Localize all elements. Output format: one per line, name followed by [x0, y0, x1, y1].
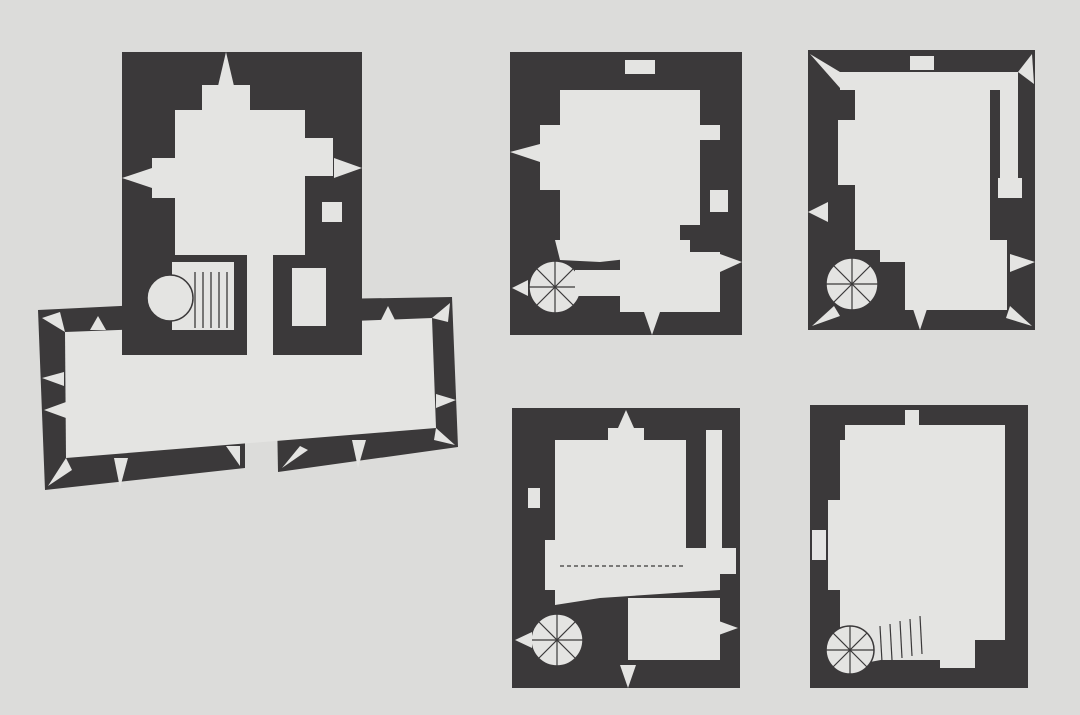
room-space: [352, 440, 366, 468]
room-space: [618, 410, 634, 428]
stair-steps: [194, 272, 228, 328]
spiral-stair: [146, 274, 194, 322]
stair-line: [899, 620, 903, 659]
room-space: [42, 312, 65, 332]
room-space: [1006, 306, 1032, 326]
room-space: [620, 665, 636, 688]
stair-line: [909, 618, 913, 657]
room-space: [812, 306, 840, 326]
room-space: [710, 190, 728, 212]
room-space: [808, 202, 828, 222]
plan-floor-2: [510, 52, 742, 335]
plan-detail: [808, 54, 1035, 330]
stair-line: [879, 625, 883, 663]
stair-line: [833, 265, 871, 303]
room-space: [48, 458, 72, 486]
room-space: [90, 316, 106, 330]
room-space: [716, 620, 738, 636]
room-space: [282, 446, 308, 468]
room-space: [706, 430, 722, 548]
room-space: [644, 312, 660, 335]
plan-detail: [510, 144, 742, 335]
window-niche: [152, 158, 178, 198]
room-space: [218, 52, 234, 86]
room-space: [515, 632, 532, 648]
garderobe: [292, 268, 326, 326]
room-space: [42, 372, 64, 386]
stair-line: [889, 623, 893, 661]
room-space: [812, 530, 826, 560]
room-space: [905, 240, 1007, 310]
plan-detail: [531, 614, 583, 666]
stair-line: [832, 632, 868, 668]
room-space: [608, 428, 644, 442]
window-niche: [202, 85, 250, 113]
plan-detail: [529, 261, 581, 313]
plan-floor-3: [808, 50, 1035, 330]
room-space: [628, 598, 720, 660]
room-space: [114, 458, 128, 488]
room-space: [575, 270, 625, 296]
room-space: [1018, 54, 1034, 84]
room-space: [380, 306, 396, 322]
room-space: [510, 144, 540, 162]
room-space: [512, 280, 528, 296]
room-space: [436, 394, 456, 408]
room-space: [122, 168, 152, 188]
room-space: [620, 252, 720, 312]
stair-line: [536, 268, 574, 306]
room-space: [828, 425, 1005, 668]
room-space: [1010, 254, 1035, 272]
room-space: [434, 428, 455, 445]
room-space: [555, 565, 720, 605]
room-space: [44, 402, 66, 418]
room-space: [838, 90, 990, 262]
room-space: [868, 612, 935, 662]
room-space: [334, 158, 362, 178]
window-niche: [305, 138, 333, 176]
stair-line: [919, 615, 923, 655]
arrow-loops: [42, 52, 456, 488]
room-space: [910, 56, 934, 70]
plan-floor-5: [810, 405, 1028, 688]
plan-tower-with-wing: [38, 52, 458, 490]
passage: [247, 255, 273, 355]
room-space: [625, 60, 655, 74]
room-space: [810, 54, 840, 88]
plan-detail: [515, 410, 738, 688]
plan-detail: [826, 258, 878, 310]
stair-line: [538, 621, 576, 659]
room-space: [432, 303, 450, 322]
room-space: [555, 240, 690, 262]
room-space: [545, 440, 686, 590]
room-space: [905, 410, 919, 426]
room-space: [528, 488, 540, 508]
room-space: [912, 306, 928, 330]
plan-floor-4: [512, 408, 740, 688]
room-space: [720, 254, 742, 272]
closet: [322, 202, 342, 222]
plan-detail: [826, 615, 923, 674]
tower-room: [175, 110, 305, 255]
room-space: [226, 446, 240, 466]
room-space: [998, 178, 1022, 198]
room-space: [540, 90, 720, 240]
